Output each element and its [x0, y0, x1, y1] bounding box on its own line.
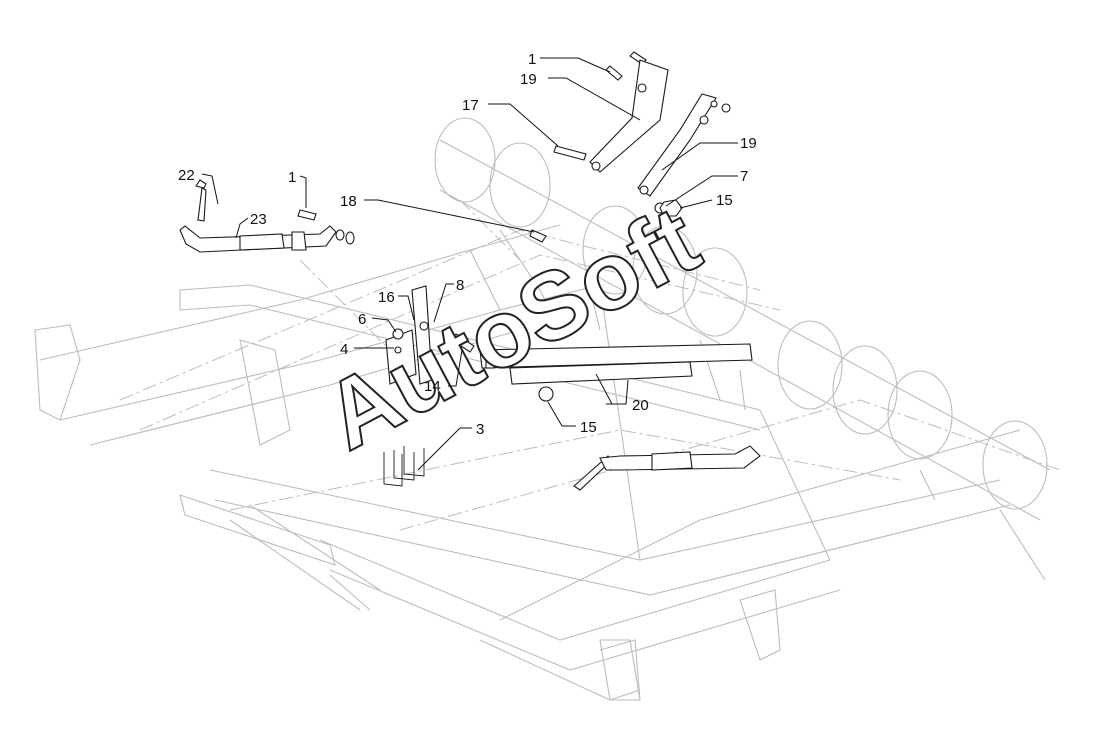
u-bolt-3	[383, 446, 425, 487]
callout-14: 14	[424, 378, 441, 395]
bolt-18	[529, 229, 547, 243]
bracket-plate-19-right	[637, 93, 717, 197]
callout-15-lower: 15	[580, 419, 597, 436]
bolt-1-left	[297, 209, 355, 245]
callout-22: 22	[178, 167, 195, 184]
pin-17	[553, 145, 587, 161]
callout-19-left: 19	[520, 71, 537, 88]
callout-3: 3	[476, 421, 484, 438]
callout-23: 23	[250, 211, 267, 228]
callout-18: 18	[340, 193, 357, 210]
callout-8: 8	[456, 277, 464, 294]
leader-lines	[201, 57, 738, 471]
callout-15-top: 15	[716, 192, 733, 209]
parts	[179, 51, 761, 491]
tube-beam-20	[479, 343, 753, 385]
turnbuckle-lower	[573, 445, 761, 491]
bolt-14	[451, 333, 475, 353]
callout-17: 17	[462, 97, 479, 114]
callout-6: 6	[358, 311, 366, 328]
callout-1-left: 1	[288, 169, 296, 186]
machine-frame-ghost	[34, 117, 1061, 701]
callout-7: 7	[740, 168, 748, 185]
callout-20: 20	[632, 397, 649, 414]
callout-16: 16	[378, 289, 395, 306]
bracket-plate-19-left	[589, 59, 669, 173]
svg-text:AutoSoft: AutoSoft	[308, 186, 716, 471]
callout-1-top: 1	[528, 51, 536, 68]
turnbuckle-23	[179, 225, 337, 253]
watermark: AutoSoft	[307, 185, 717, 472]
pin-22	[195, 179, 207, 189]
callout-19-right: 19	[740, 135, 757, 152]
callout-labels: 1 19 17 19 7 15 22 1 23 18 16 8 6 4 14 2…	[178, 51, 757, 438]
callout-4: 4	[340, 341, 348, 358]
nut-15-lower	[538, 386, 554, 402]
